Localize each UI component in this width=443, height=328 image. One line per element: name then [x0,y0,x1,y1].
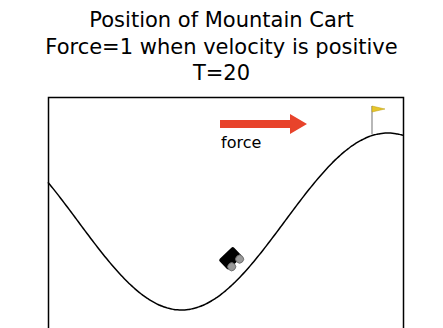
cart-wheel [226,261,237,272]
hill-curve [48,133,403,310]
plot-frame [49,98,404,328]
cart-wheel [234,253,245,264]
cart [218,246,245,273]
flag-cloth [372,106,385,112]
force-arrow [220,114,307,134]
goal-flag [372,106,385,134]
subtitle: T=20 [0,60,443,86]
arrow-label: force [221,133,261,153]
chart-title: Position of Mountain Cart [0,7,443,33]
subtitle: Force=1 when velocity is positive [0,34,443,60]
